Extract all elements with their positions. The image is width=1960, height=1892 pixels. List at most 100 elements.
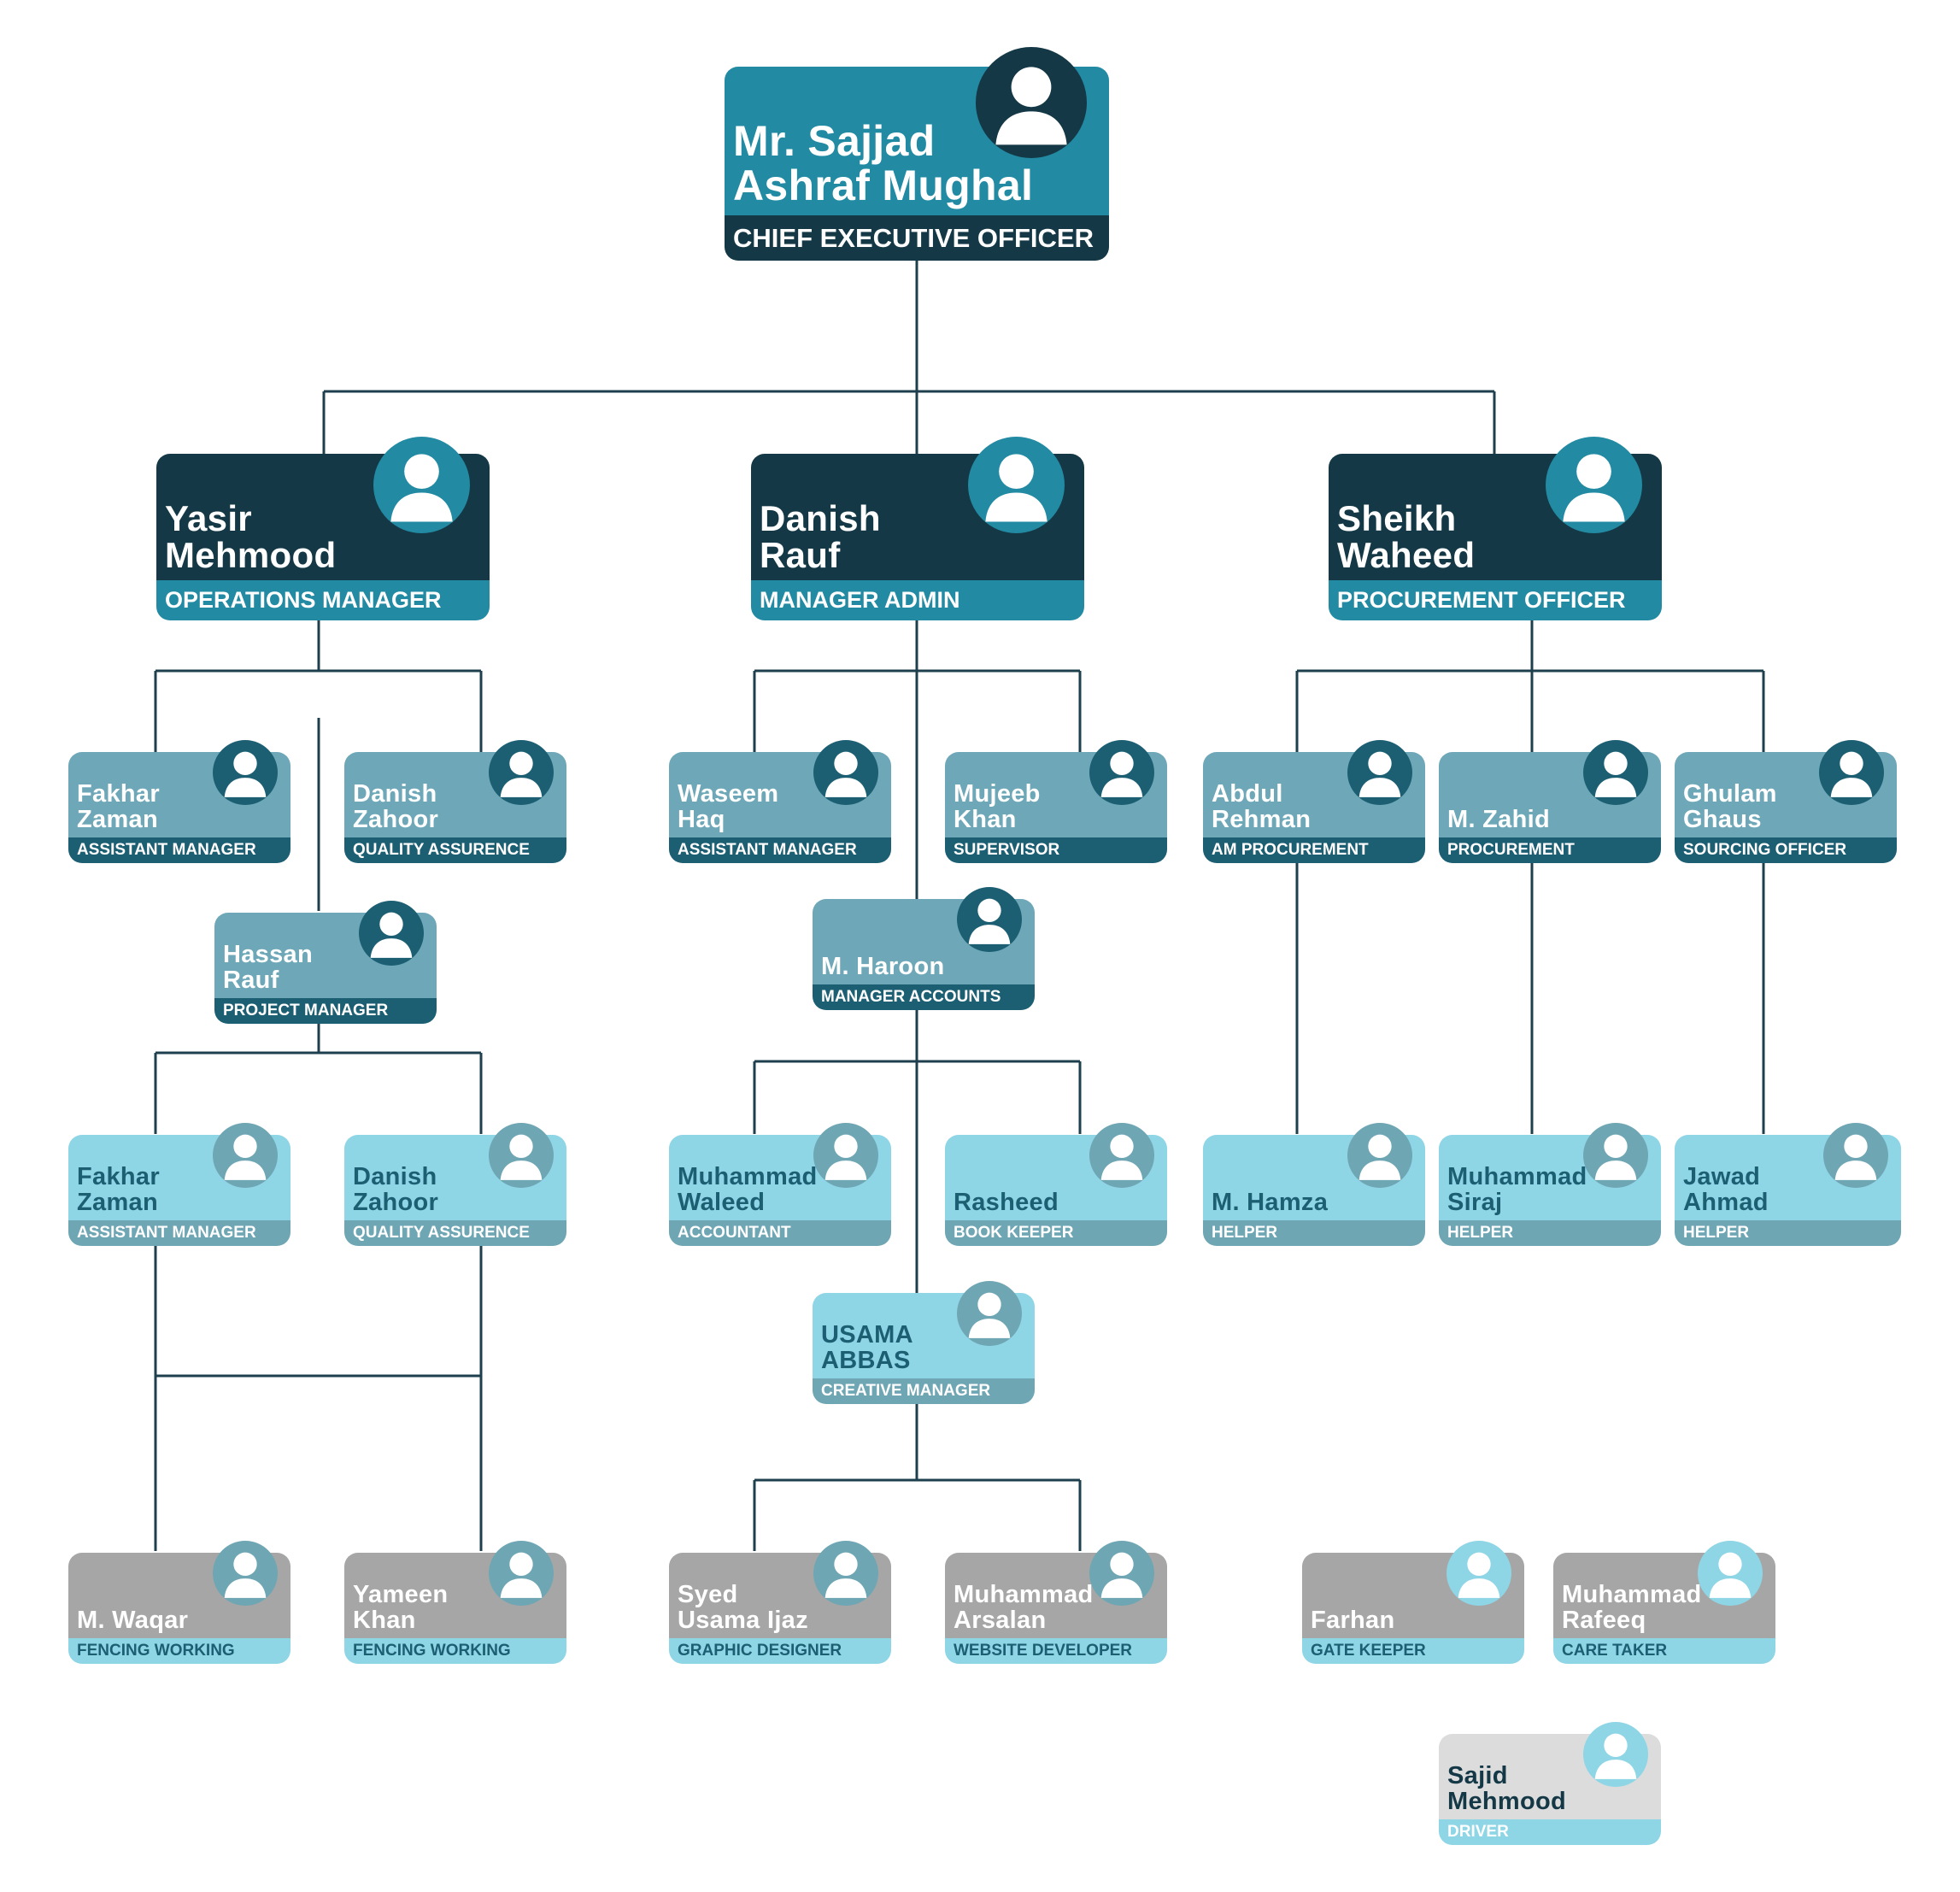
- person-role: AM PROCUREMENT: [1203, 837, 1425, 863]
- person-name-line: Khan: [353, 1607, 416, 1635]
- person-name-line: Danish: [353, 780, 437, 808]
- person-name-line: Hassan: [223, 941, 313, 969]
- person-name-lines: M. Hamza: [1212, 1190, 1328, 1216]
- user-avatar-icon: [813, 1541, 878, 1606]
- person-name-line: Siraj: [1447, 1189, 1503, 1217]
- person-name-line: ABBAS: [821, 1347, 911, 1375]
- user-avatar-icon: [1823, 1123, 1888, 1188]
- person-name-line: Sheikh: [1337, 497, 1457, 538]
- person-role: PROJECT MANAGER: [214, 998, 437, 1024]
- user-avatar-icon: [1819, 740, 1884, 805]
- person-role: HELPER: [1203, 1220, 1425, 1246]
- person-role: CARE TAKER: [1553, 1638, 1775, 1664]
- person-name-line: Danish: [760, 497, 881, 538]
- person-role: BOOK KEEPER: [945, 1220, 1167, 1246]
- user-avatar-icon: [957, 1281, 1022, 1346]
- person-role: QUALITY ASSURENCE: [344, 837, 566, 863]
- user-avatar-icon: [1347, 1123, 1412, 1188]
- user-avatar-icon: [957, 887, 1022, 952]
- person-role: FENCING WORKING: [344, 1638, 566, 1664]
- person-name-line: Mehmood: [165, 534, 337, 575]
- person-name-line: USAMA: [821, 1321, 913, 1349]
- person-name-line: M. Hamza: [1212, 1189, 1329, 1217]
- person-role: HELPER: [1675, 1220, 1901, 1246]
- person-name-line: Sajid: [1447, 1762, 1508, 1790]
- user-avatar-icon: [976, 47, 1087, 158]
- person-name-line: Usama Ijaz: [678, 1607, 808, 1635]
- person-name-line: Ahmad: [1683, 1189, 1769, 1217]
- person-name-line: Mehmood: [1447, 1788, 1567, 1816]
- person-name-line: Zahoor: [353, 1189, 439, 1217]
- user-avatar-icon: [1698, 1541, 1763, 1606]
- user-avatar-icon: [489, 1541, 554, 1606]
- user-avatar-icon: [968, 437, 1065, 533]
- person-name-line: Yameen: [353, 1581, 449, 1609]
- user-avatar-icon: [1089, 1123, 1154, 1188]
- user-avatar-icon: [813, 1123, 878, 1188]
- person-name-line: Jawad: [1683, 1163, 1761, 1191]
- user-avatar-icon: [1583, 740, 1648, 805]
- person-role: OPERATIONS MANAGER: [156, 580, 490, 620]
- person-name-line: Farhan: [1311, 1607, 1395, 1635]
- person-name-line: Rauf: [760, 534, 841, 575]
- user-avatar-icon: [1347, 740, 1412, 805]
- person-role: GRAPHIC DESIGNER: [669, 1638, 891, 1664]
- user-avatar-icon: [213, 1541, 278, 1606]
- person-role: MANAGER ADMIN: [751, 580, 1084, 620]
- person-name-line: Rauf: [223, 967, 279, 995]
- person-role: DRIVER: [1439, 1819, 1661, 1845]
- person-name-line: Ashraf Mughal: [733, 161, 1034, 209]
- user-avatar-icon: [1089, 1541, 1154, 1606]
- person-name-line: Ghaus: [1683, 806, 1762, 834]
- person-role: PROCUREMENT: [1439, 837, 1661, 863]
- person-name-line: Muhammad: [1562, 1581, 1702, 1609]
- person-name-line: Danish: [353, 1163, 437, 1191]
- person-role: SOURCING OFFICER: [1675, 837, 1897, 863]
- person-name-line: Khan: [954, 806, 1017, 834]
- person-name-line: Zaman: [77, 1189, 158, 1217]
- person-role: HELPER: [1439, 1220, 1661, 1246]
- user-avatar-icon: [1089, 740, 1154, 805]
- user-avatar-icon: [1546, 437, 1642, 533]
- person-name-line: Ghulam: [1683, 780, 1777, 808]
- person-role: WEBSITE DEVELOPER: [945, 1638, 1167, 1664]
- user-avatar-icon: [489, 1123, 554, 1188]
- person-name-line: Muhammad: [954, 1581, 1094, 1609]
- person-name-lines: Farhan: [1311, 1607, 1395, 1635]
- person-name-line: Syed: [678, 1581, 738, 1609]
- user-avatar-icon: [489, 740, 554, 805]
- user-avatar-icon: [359, 901, 424, 966]
- person-name-line: Mujeeb: [954, 780, 1041, 808]
